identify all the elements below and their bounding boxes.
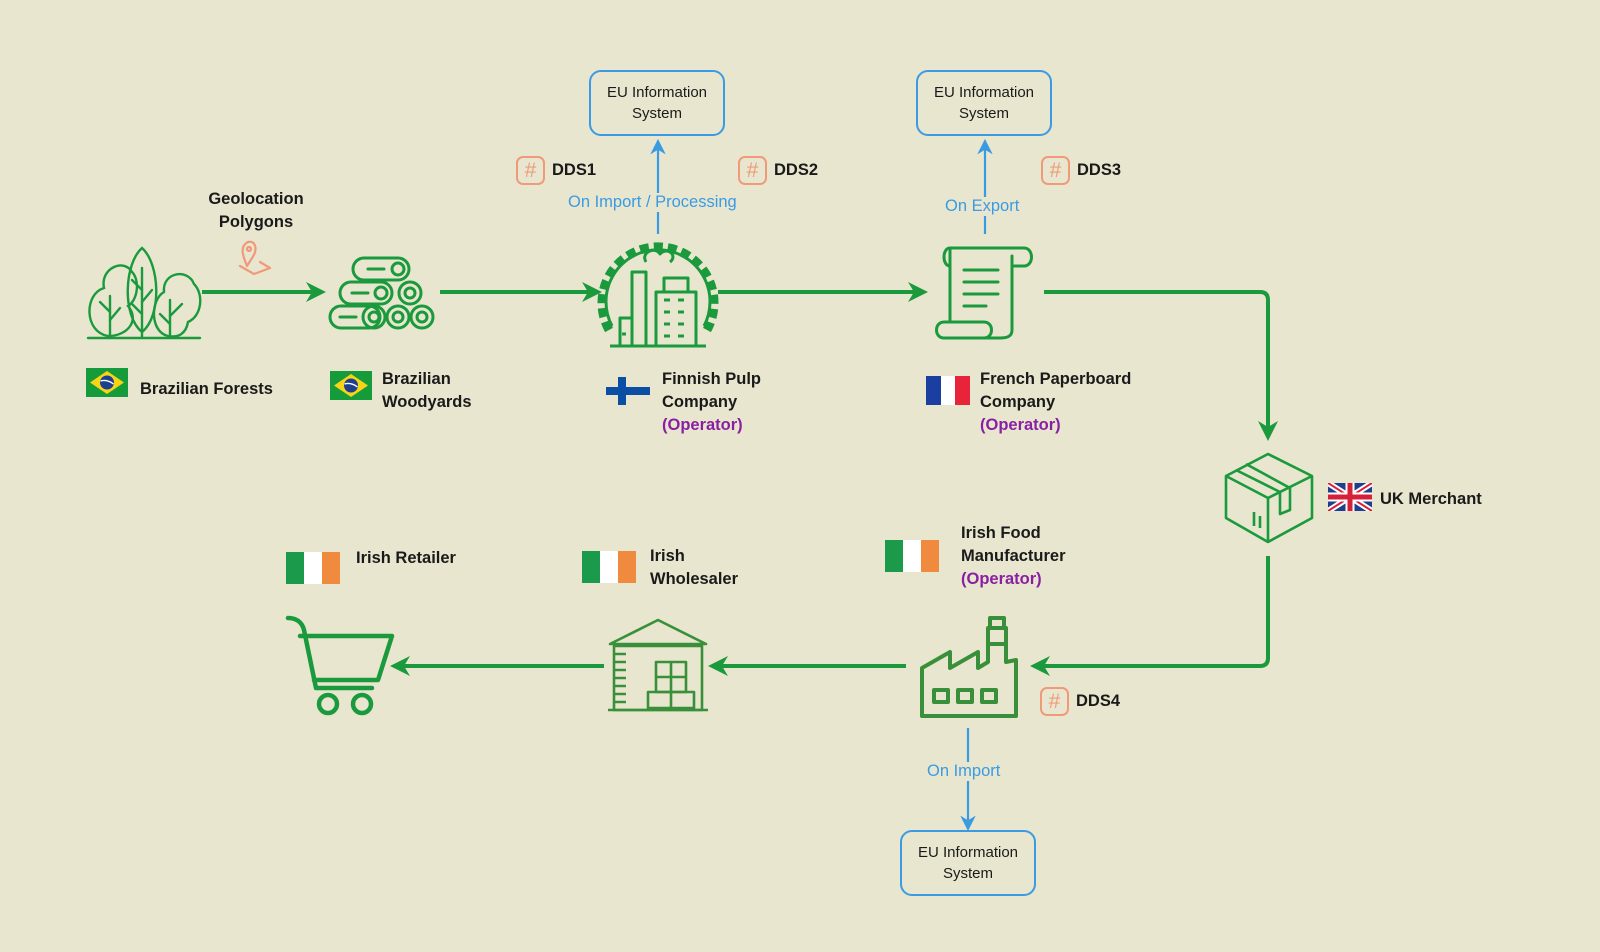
eu-box-line-1: EU Information [917,844,1019,861]
geolocation-line-2: Polygons [218,213,294,231]
node-name-line-2: Manufacturer [961,547,1066,565]
node-name: UK Merchant [1380,490,1482,508]
node-label-brazilian-woodyards: Brazilian Woodyards [382,368,472,414]
node-name-line-2: Woodyards [382,393,472,411]
location-pin-icon [238,240,272,276]
brazil-flag-icon [86,368,128,397]
node-name: Finnish Pulp [662,370,761,388]
node-label-irish-wholesaler: Irish Wholesaler [650,545,738,591]
geolocation-line-1: Geolocation [208,190,304,208]
dds-label: DDS2 [774,161,819,179]
node-label-uk-merchant: UK Merchant [1380,488,1482,511]
node-name: Irish Retailer [356,549,456,567]
dds-tag-3: # DDS3 [1041,156,1121,185]
eu-box-line-2: System [631,105,682,122]
flow-label-import: On Import [925,762,1003,781]
eu-information-system-box-2: EU Information System [916,70,1052,136]
operator-role: (Operator) [980,416,1061,434]
node-name-line-2: Wholesaler [650,570,739,588]
ireland-flag-icon [286,552,340,584]
ireland-flag-icon [582,551,636,583]
package-box-icon [1224,452,1314,544]
dds-tag-4: # DDS4 [1040,687,1120,716]
node-name-line-2: Company [662,393,738,411]
hash-icon: # [1041,156,1070,185]
node-label-french-paperboard: French Paperboard Company (Operator) [980,368,1131,437]
node-label-finnish-pulp: Finnish Pulp Company (Operator) [662,368,761,437]
trees-icon [86,246,202,340]
eu-box-line-2: System [942,865,993,882]
uk-flag-icon [1328,483,1372,511]
node-label-brazilian-forests: Brazilian Forests [140,378,273,401]
hash-icon: # [738,156,767,185]
operator-role: (Operator) [662,416,743,434]
flow-arrow-uk-irishfood [1030,556,1270,676]
france-flag-icon [926,376,970,405]
node-name: Irish Food [961,524,1041,542]
node-name: French Paperboard [980,370,1132,388]
warehouse-icon [608,618,708,712]
node-name: Brazilian [382,370,451,388]
operator-role: (Operator) [961,570,1042,588]
dds-label: DDS1 [552,161,597,179]
dds-tag-1: # DDS1 [516,156,596,185]
brazil-flag-icon [330,371,372,400]
dds-tag-2: # DDS2 [738,156,818,185]
shopping-cart-icon [285,615,395,716]
hash-icon: # [1040,687,1069,716]
finland-flag-icon [606,377,650,405]
node-name-line-2: Company [980,393,1056,411]
scroll-document-icon [935,246,1033,340]
node-name: Irish [650,547,685,565]
logs-icon [328,256,435,330]
flow-arrow-paperboard-uk [1044,290,1278,441]
eu-information-system-box-3: EU Information System [900,830,1036,896]
pulp-factory-gear-icon [597,242,719,348]
node-label-irish-food: Irish Food Manufacturer (Operator) [961,522,1066,591]
flow-label-export: On Export [943,197,1022,216]
flow-label-import-processing: On Import / Processing [566,193,739,212]
eu-box-line-2: System [958,105,1009,122]
ireland-flag-icon [885,540,939,572]
factory-icon [920,616,1018,718]
hash-icon: # [516,156,545,185]
node-label-irish-retailer: Irish Retailer [356,547,456,570]
geolocation-label: Geolocation Polygons [194,188,318,234]
dds-label: DDS3 [1077,161,1122,179]
dds-label: DDS4 [1076,692,1121,710]
node-name: Brazilian Forests [140,380,273,398]
eu-information-system-box-1: EU Information System [589,70,725,136]
eu-box-line-1: EU Information [606,84,708,101]
eu-box-line-1: EU Information [933,84,1035,101]
